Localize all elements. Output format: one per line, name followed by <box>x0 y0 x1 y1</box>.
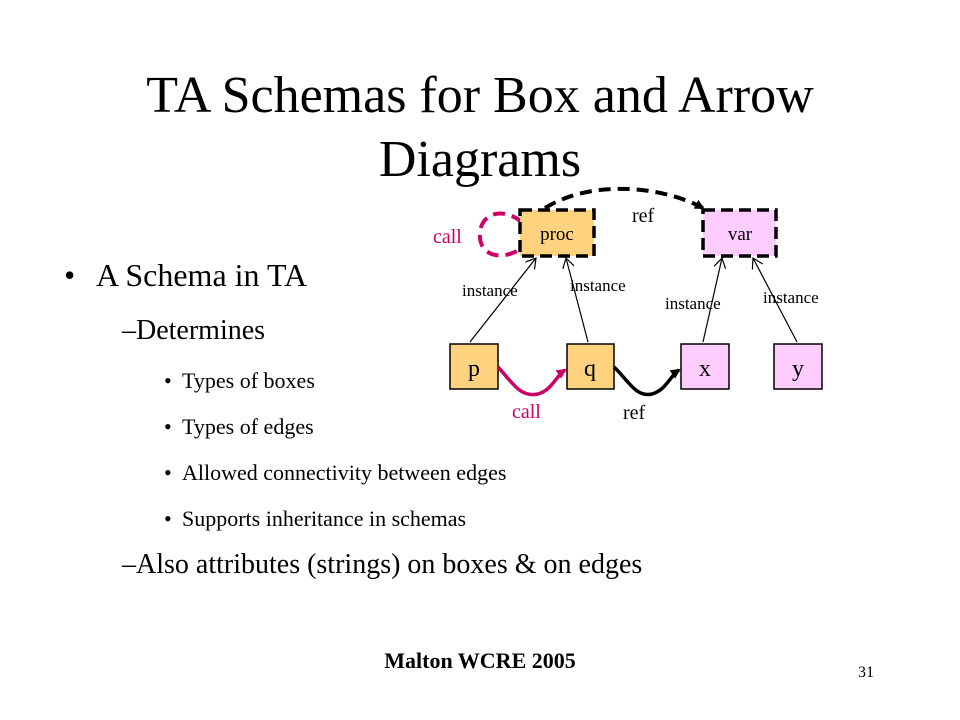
call-edge-p-q <box>496 365 567 397</box>
proc-node <box>518 208 596 258</box>
x-node-label: x <box>699 356 711 382</box>
instance-edge-y-var <box>753 258 798 343</box>
bullet-text: A Schema in TA <box>96 257 308 293</box>
bullet-schema-in-ta: • A Schema in TA <box>64 255 308 295</box>
q-node <box>566 343 615 390</box>
var-node-label: var <box>728 224 753 245</box>
subbullet-text: Also attributes (strings) on boxes & on … <box>136 549 643 580</box>
instance-label-y: instance <box>763 288 819 307</box>
y-node <box>773 343 823 390</box>
call-pq-label: call <box>512 401 541 423</box>
item-inheritance: • Supports inheritance in schemas <box>164 505 466 533</box>
instance-label-p: instance <box>462 281 518 300</box>
page-number: 31 <box>858 664 874 681</box>
x-node <box>680 343 730 390</box>
item-types-of-boxes: • Types of boxes <box>164 367 315 395</box>
subbullet-determines: –Determines <box>122 314 265 348</box>
ref-schema-edge <box>543 186 705 210</box>
ref-edge-q-x <box>612 365 681 397</box>
instance-label-q: instance <box>570 276 626 295</box>
p-node-label: p <box>468 356 480 382</box>
p-node <box>449 343 499 390</box>
bullet-dot: • <box>164 414 172 439</box>
footer-author: Malton WCRE 2005 <box>384 648 576 673</box>
call-self-label: call <box>433 226 462 248</box>
call-self-loop-edge <box>477 211 524 258</box>
subbullet-attributes: –Also attributes (strings) on boxes & on… <box>122 548 642 582</box>
ref-qx-label: ref <box>623 402 646 424</box>
instance-edge-q-proc <box>566 258 589 343</box>
bullet-dot: • <box>164 460 172 485</box>
bullet-dot: • <box>164 368 172 393</box>
item-text: Allowed connectivity between edges <box>182 460 507 485</box>
item-text: Types of edges <box>182 414 314 439</box>
item-types-of-edges: • Types of edges <box>164 413 314 441</box>
item-text: Supports inheritance in schemas <box>182 506 467 531</box>
var-node <box>701 208 778 258</box>
dash: – <box>122 315 136 346</box>
bullet-dot: • <box>64 257 76 293</box>
item-text: Types of boxes <box>182 368 315 393</box>
subbullet-text: Determines <box>136 315 266 346</box>
y-node-label: y <box>792 356 804 382</box>
proc-node-label: proc <box>540 224 574 245</box>
instance-edge-p-proc <box>469 258 536 343</box>
ref-schema-label: ref <box>632 205 655 227</box>
q-node-label: q <box>584 356 596 382</box>
bullet-dot: • <box>164 506 172 531</box>
instance-edge-x-var <box>702 258 722 343</box>
instance-label-x: instance <box>665 294 721 313</box>
dash: – <box>122 549 136 580</box>
item-allowed-connectivity: • Allowed connectivity between edges <box>164 459 506 487</box>
slide-title: TA Schemas for Box and Arrow Diagrams <box>146 67 814 188</box>
